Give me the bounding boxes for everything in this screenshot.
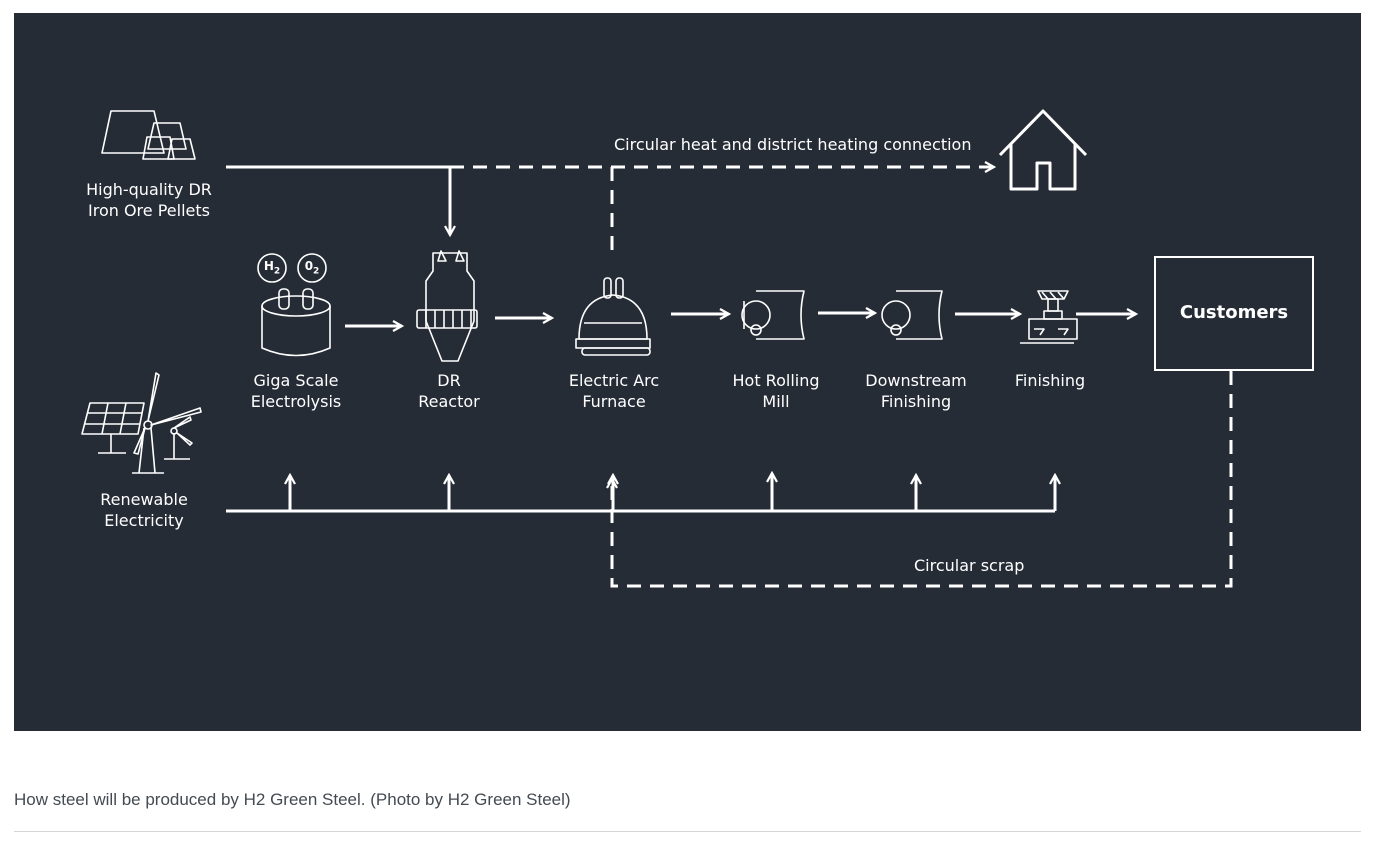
step-label-finishing: Finishing <box>1014 371 1086 390</box>
process-diagram: High-quality DR Iron Ore Pellets Renewab… <box>14 13 1361 731</box>
solar-turbine-icon <box>81 372 202 474</box>
heat-connection-label: Circular heat and district heating conne… <box>614 135 972 154</box>
diagram-canvas <box>81 109 1314 588</box>
o2-subscript: 2 <box>313 266 320 277</box>
step-label-downstream-finishing: Downstream Finishing <box>865 371 967 411</box>
caption-divider <box>14 831 1361 832</box>
h2-symbol: H <box>263 259 274 273</box>
o2-symbol: 0 <box>304 259 314 273</box>
finishing-icon <box>1020 290 1078 344</box>
step-label-electric-arc-furnace: Electric Arc Furnace <box>568 371 660 411</box>
dr-reactor-icon <box>416 250 478 362</box>
customers-box <box>1154 256 1314 371</box>
circular-scrap-line <box>612 371 1233 588</box>
h2-label: H2 <box>258 258 286 279</box>
renewable-electricity-label: Renewable Electricity <box>100 490 188 530</box>
figure-caption: How steel will be produced by H2 Green S… <box>14 790 571 809</box>
pellets-label: High-quality DR Iron Ore Pellets <box>86 180 212 220</box>
h2-subscript: 2 <box>273 266 281 277</box>
hot-rolling-mill-icon <box>741 290 805 340</box>
circular-scrap-label: Circular scrap <box>914 556 1025 575</box>
pellets-icon <box>101 110 196 160</box>
electrolysis-icon <box>257 253 331 357</box>
electric-arc-furnace-icon <box>575 277 651 356</box>
step-label-electrolysis: Giga Scale Electrolysis <box>250 371 342 411</box>
downstream-finishing-icon <box>881 290 943 340</box>
o2-label: 02 <box>298 258 326 279</box>
customers-label: Customers <box>1179 302 1289 323</box>
step-label-dr-reactor: DR Reactor <box>418 371 480 411</box>
step-label-hot-rolling-mill: Hot Rolling Mill <box>732 371 820 411</box>
house-icon <box>998 109 1088 191</box>
